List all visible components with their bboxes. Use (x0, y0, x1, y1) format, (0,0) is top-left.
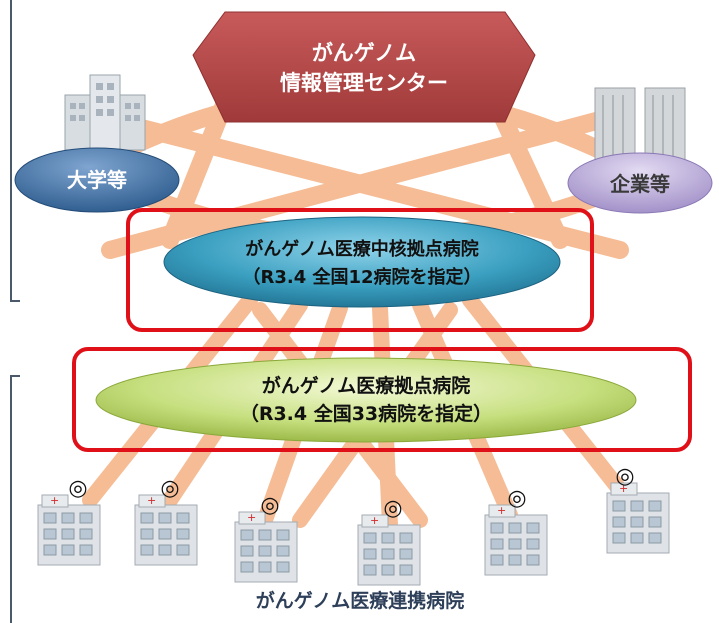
hospital-marker: ◎ (68, 476, 87, 501)
left-bracket-bottom (10, 375, 20, 623)
university-label: 大学等 (67, 168, 127, 192)
hospital-cross-icon: + (247, 511, 256, 524)
base-hospital-line2: （R3.4 全国33病院を指定） (239, 403, 493, 425)
hospital-cross-icon: + (147, 494, 156, 507)
core-hospital-line2: （R3.4 全国12病院を指定） (242, 267, 482, 288)
hospital-icon: +◎ (484, 486, 548, 576)
core-highlight-box (126, 208, 594, 332)
hospital-marker: ◎ (383, 496, 402, 521)
base-hospital-ellipse (95, 357, 637, 443)
hospital-icon: +◎ (134, 476, 198, 566)
partner-hospitals-group: +◎+◎+◎+◎+◎+◎ (37, 464, 670, 586)
hospital-cross-icon: + (370, 514, 379, 527)
hospital-cross-icon: + (50, 494, 59, 507)
core-hospital-ellipse (163, 216, 561, 308)
left-bracket-top (10, 0, 20, 302)
core-hospital-label: がんゲノム医療中核拠点病院 （R3.4 全国12病院を指定） (164, 236, 560, 292)
hospital-cross-icon: + (619, 482, 628, 495)
base-hospital-line1: がんゲノム医療拠点病院 (261, 375, 471, 397)
company-label: 企業等 (610, 172, 670, 196)
band-center-left (161, 81, 239, 249)
hospital-icon: +◎ (234, 493, 298, 583)
core-hospital-line1: がんゲノム医療中核拠点病院 (245, 239, 479, 260)
info-center-label: がんゲノム 情報管理センター (193, 38, 535, 98)
hospital-cross-icon: + (497, 504, 506, 517)
base-hospital-label: がんゲノム医療拠点病院 （R3.4 全国33病院を指定） (96, 372, 636, 428)
hospital-marker: ◎ (507, 486, 526, 511)
hospital-icon: +◎ (37, 476, 101, 566)
base-highlight-box (72, 347, 692, 452)
info-center-hexagon (192, 11, 536, 123)
partner-hospitals-label: がんゲノム医療連携病院 (255, 590, 465, 612)
university-building-icon (64, 74, 146, 151)
hospital-icon: +◎ (606, 464, 670, 554)
hospital-icon: +◎ (357, 496, 421, 586)
hospital-marker: ◎ (160, 476, 179, 501)
hospital-marker: ◎ (260, 493, 279, 518)
info-center-line1: がんゲノム (311, 41, 417, 65)
hospital-marker: ◎ (615, 464, 634, 489)
university-ellipse (14, 147, 180, 213)
company-ellipse (567, 152, 713, 214)
info-center-line2: 情報管理センター (280, 71, 448, 95)
